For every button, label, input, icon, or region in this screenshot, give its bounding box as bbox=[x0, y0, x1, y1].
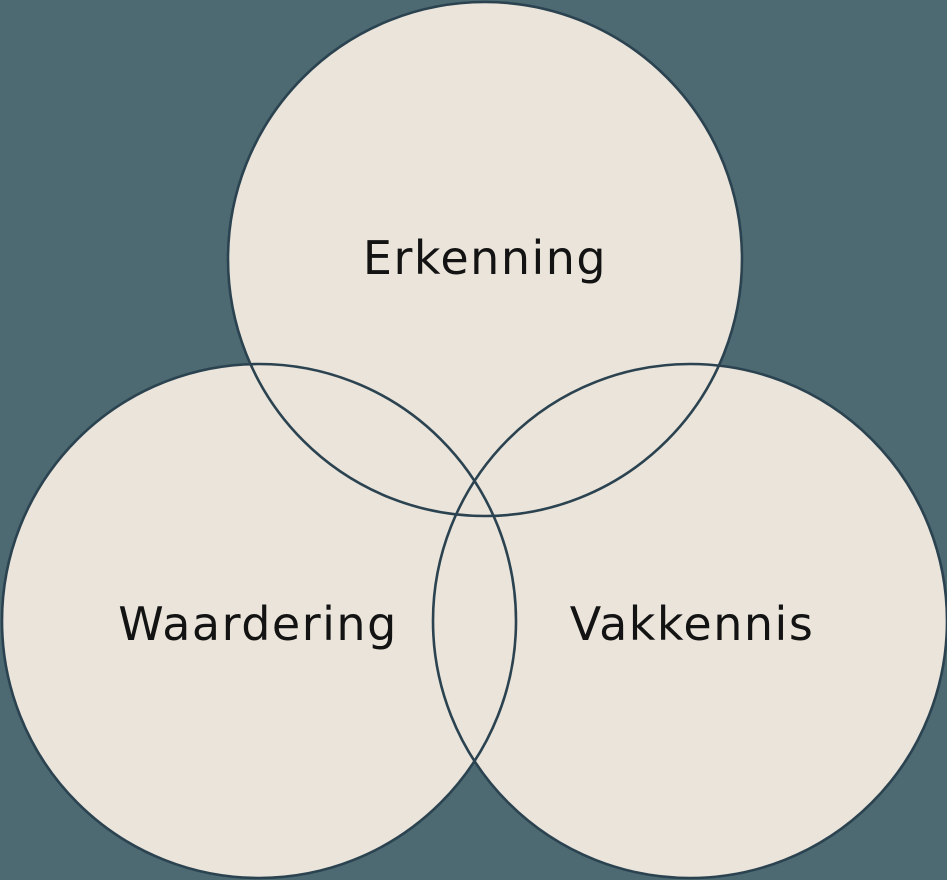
venn-circle-waardering bbox=[2, 364, 516, 878]
venn-label-erkenning: Erkenning bbox=[363, 231, 607, 285]
venn-label-waardering: Waardering bbox=[118, 597, 398, 651]
venn-circle-outline-vakkennis bbox=[431, 362, 947, 880]
venn-circle-outline-waardering bbox=[0, 362, 518, 880]
venn-circle-vakkennis bbox=[433, 364, 947, 878]
venn-circle-outline-erkenning bbox=[226, 0, 744, 518]
venn-label-vakkennis: Vakkennis bbox=[570, 597, 815, 651]
